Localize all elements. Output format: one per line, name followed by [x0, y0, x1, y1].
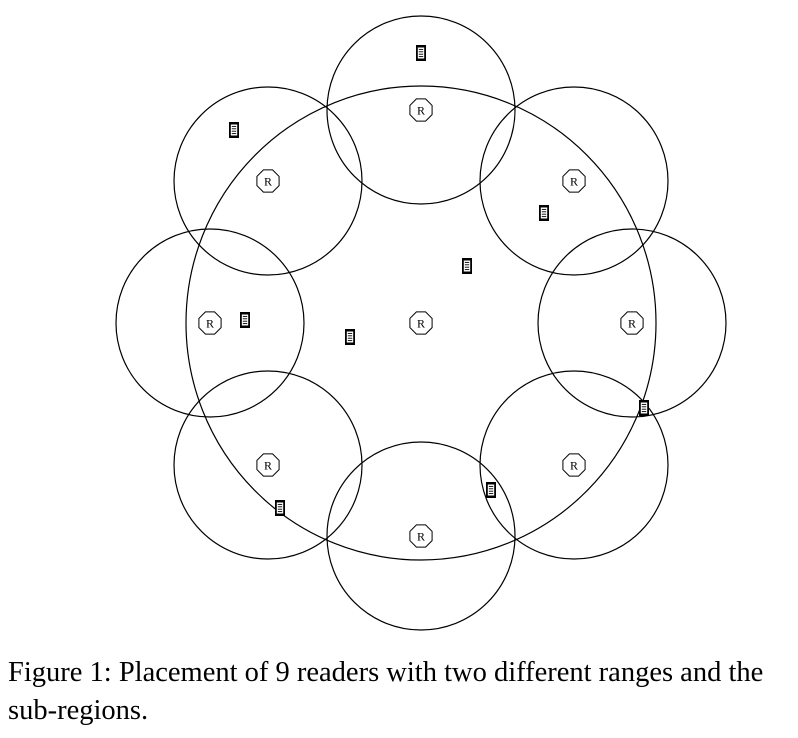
- tag-icon: [486, 482, 496, 498]
- octagon-r-icon: [409, 311, 433, 335]
- reader-range-circle: [173, 370, 363, 560]
- octagon-r-icon: [256, 169, 280, 193]
- tag-screen: [241, 314, 249, 326]
- reader-label: R: [417, 317, 425, 331]
- tag-screen: [640, 402, 648, 414]
- octagon-r-icon: [620, 311, 644, 335]
- reader-placement-diagram: R R R R R R R R R: [115, 15, 727, 631]
- octagon-r-icon: [198, 311, 222, 335]
- figure-caption: Figure 1: Placement of 9 readers with tw…: [8, 657, 764, 726]
- reader-label: R: [570, 175, 578, 189]
- octagon-r-icon: [256, 453, 280, 477]
- reader-range-circle: [173, 86, 363, 276]
- reader-range-circle: [479, 86, 669, 276]
- tag-screen: [487, 484, 495, 496]
- octagon-r-icon: [562, 453, 586, 477]
- reader-icon: R: [409, 524, 433, 548]
- reader-label: R: [628, 317, 636, 331]
- reader-label: R: [417, 104, 425, 118]
- reader-label: R: [264, 175, 272, 189]
- reader-range-circle: [537, 228, 727, 418]
- reader-icon: R: [256, 169, 280, 193]
- octagon-r-icon: [409, 524, 433, 548]
- tag-icon: [462, 258, 472, 274]
- tag-icon: [275, 500, 285, 516]
- tag-screen: [417, 47, 425, 59]
- tag-icon: [416, 45, 426, 61]
- reader-icon: R: [562, 453, 586, 477]
- tag-icon: [639, 400, 649, 416]
- reader-range-circle: [479, 370, 669, 560]
- octagon-r-icon: [409, 98, 433, 122]
- reader-label: R: [264, 459, 272, 473]
- reader-range-circle: [326, 441, 516, 631]
- reader-label: R: [417, 530, 425, 544]
- tag-icon: [539, 205, 549, 221]
- reader-icon: R: [409, 311, 433, 335]
- reader-range-circle: [326, 15, 516, 205]
- tag-icon: [240, 312, 250, 328]
- tag-screen: [463, 260, 471, 272]
- reader-icon: R: [409, 98, 433, 122]
- tag-screen: [540, 207, 548, 219]
- reader-range-circle: [115, 228, 305, 418]
- reader-icon: R: [562, 169, 586, 193]
- octagon-r-icon: [562, 169, 586, 193]
- reader-icon: R: [256, 453, 280, 477]
- large-range-area: [185, 85, 657, 561]
- reader-label: R: [206, 317, 214, 331]
- reader-icon: R: [620, 311, 644, 335]
- tag-screen: [346, 331, 354, 343]
- tag-icon: [345, 329, 355, 345]
- reader-label: R: [570, 459, 578, 473]
- tag-screen: [276, 502, 284, 514]
- tag-icon: [229, 122, 239, 138]
- tag-screen: [230, 124, 238, 136]
- reader-icon: R: [198, 311, 222, 335]
